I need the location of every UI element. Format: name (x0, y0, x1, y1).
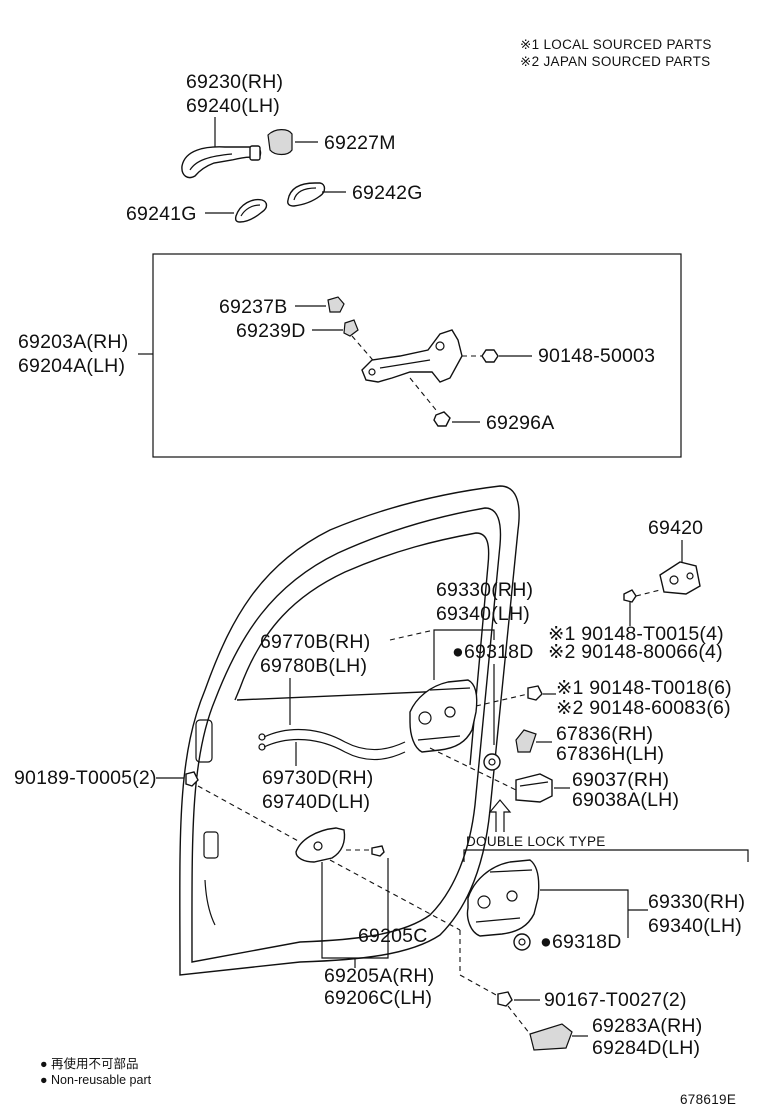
label-69204A: 69204A(LH) (18, 355, 125, 377)
label-69740D: 69740D(LH) (262, 791, 370, 813)
label-90189-T0005: 90189-T0005(2) (14, 767, 157, 789)
label-90148-T0018: ※1 90148-T0018(6) (556, 677, 732, 699)
label-69240: 69240(LH) (186, 95, 280, 117)
outside-handle-part (181, 145, 262, 179)
gasket-69241G-part (234, 198, 268, 223)
bracket-69420-part (659, 561, 701, 595)
note-japan-sourced: ※2 JAPAN SOURCED PARTS (520, 54, 710, 69)
label-69330-top: 69330(RH) (436, 579, 533, 601)
clip-69237B-part (327, 296, 345, 313)
label-69284D: 69284D(LH) (592, 1037, 700, 1059)
label-69420: 69420 (648, 517, 703, 539)
clip-69239D-part (343, 319, 359, 337)
label-69296A: 69296A (486, 412, 554, 434)
label-69038A: 69038A(LH) (572, 789, 679, 811)
double-lock-part (466, 859, 540, 937)
figure-id: 678619E (680, 1092, 736, 1107)
legend-non-reusable-en: ● Non-reusable part (40, 1073, 152, 1087)
label-69227M: 69227M (324, 132, 396, 154)
label-69037: 69037(RH) (572, 769, 669, 791)
label-69318D-top: ●69318D (452, 641, 534, 663)
screw-90148-T0015-part (623, 589, 637, 603)
clip-90189-part (185, 771, 199, 787)
note-local-sourced: ※1 LOCAL SOURCED PARTS (520, 37, 712, 52)
label-69230: 69230(RH) (186, 71, 283, 93)
label-69205A: 69205A(RH) (324, 965, 434, 987)
screw-69205C-part (371, 845, 385, 857)
inside-handle-part (295, 827, 346, 863)
label-69283A: 69283A(RH) (592, 1015, 702, 1037)
cover-69283A-part (529, 1023, 573, 1051)
label-69203A: 69203A(RH) (18, 331, 128, 353)
handle-cap-part (267, 129, 293, 156)
label-90148-T0015: ※1 90148-T0015(4) (548, 623, 724, 645)
label-67836: 67836(RH) (556, 723, 653, 745)
label-69241G: 69241G (126, 203, 197, 225)
protector-69037-part (515, 773, 553, 803)
legend-non-reusable-jp: ● 再使用不可部品 (40, 1056, 139, 1071)
label-69330-double-lock: 69330(RH) (648, 891, 745, 913)
door-outline (179, 485, 520, 976)
label-69206C: 69206C(LH) (324, 987, 432, 1009)
label-69730D: 69730D(RH) (262, 767, 373, 789)
label-9014860083: ※2 90148-60083(6) (556, 697, 731, 719)
gasket-69242G-part (287, 182, 326, 207)
label-90148-80066: ※2 90148-80066(4) (548, 641, 723, 663)
cushion-67836-part (515, 729, 537, 753)
label-69318D-double-lock: ●69318D (540, 931, 622, 953)
double-lock-type-heading: DOUBLE LOCK TYPE (466, 834, 606, 849)
label-69242G: 69242G (352, 182, 423, 204)
label-90148-50003: 90148-50003 (538, 345, 655, 367)
cable-part (258, 728, 406, 761)
grommet-69318D-double-lock-part (513, 933, 531, 951)
label-69770B: 69770B(RH) (260, 631, 370, 653)
label-69780B: 69780B(LH) (260, 655, 367, 677)
arrow-up-icon (488, 799, 512, 832)
screw-90167-part (497, 991, 513, 1007)
handle-frame-part (361, 329, 463, 383)
label-67836H: 67836H(LH) (556, 743, 664, 765)
door-lock-part (409, 679, 478, 753)
bolt-69296A-part (433, 411, 451, 427)
label-90167-T0027: 90167-T0027(2) (544, 989, 687, 1011)
handle-frame-box (152, 253, 682, 458)
bolt-90148-50003-part (481, 349, 499, 363)
label-69237B: 69237B (219, 296, 287, 318)
screw-90148-T0018-part (527, 685, 543, 701)
grommet-69318D-part (483, 753, 501, 771)
label-69239D: 69239D (236, 320, 306, 342)
label-69340-top: 69340(LH) (436, 603, 530, 625)
label-69340-double-lock: 69340(LH) (648, 915, 742, 937)
label-69205C: 69205C (358, 925, 428, 947)
